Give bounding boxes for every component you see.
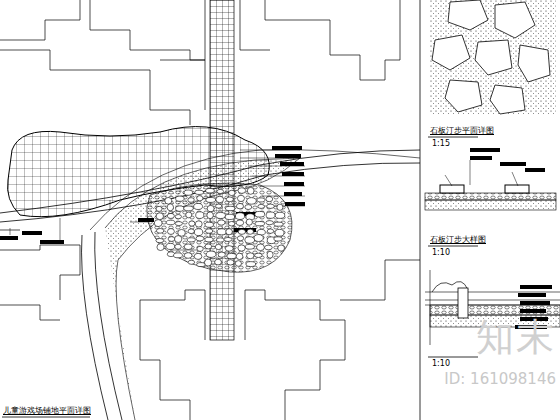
scale-text: 1:10	[432, 249, 450, 257]
watermark: 知末	[476, 318, 556, 356]
cobbles	[154, 187, 285, 266]
stepping-stone-section	[425, 160, 556, 210]
building-outlines	[0, 0, 420, 420]
title-underlines	[2, 137, 478, 417]
watermark-id: ID: 161098146	[444, 372, 556, 387]
plan-title: 儿童游戏场铺地平面详图	[3, 407, 91, 415]
scale-text: 1:10	[432, 360, 450, 368]
detail-title: 石板汀步平面详图	[430, 127, 494, 135]
leader-lines	[10, 150, 305, 250]
panel-divider	[420, 0, 421, 420]
text-placeholder-bars	[0, 146, 552, 329]
stepping-stone-plan	[430, 0, 556, 115]
curved-paths	[0, 150, 420, 420]
scale-text: 1:15	[432, 140, 450, 148]
detail-title: 石板汀步大样图	[430, 236, 486, 244]
